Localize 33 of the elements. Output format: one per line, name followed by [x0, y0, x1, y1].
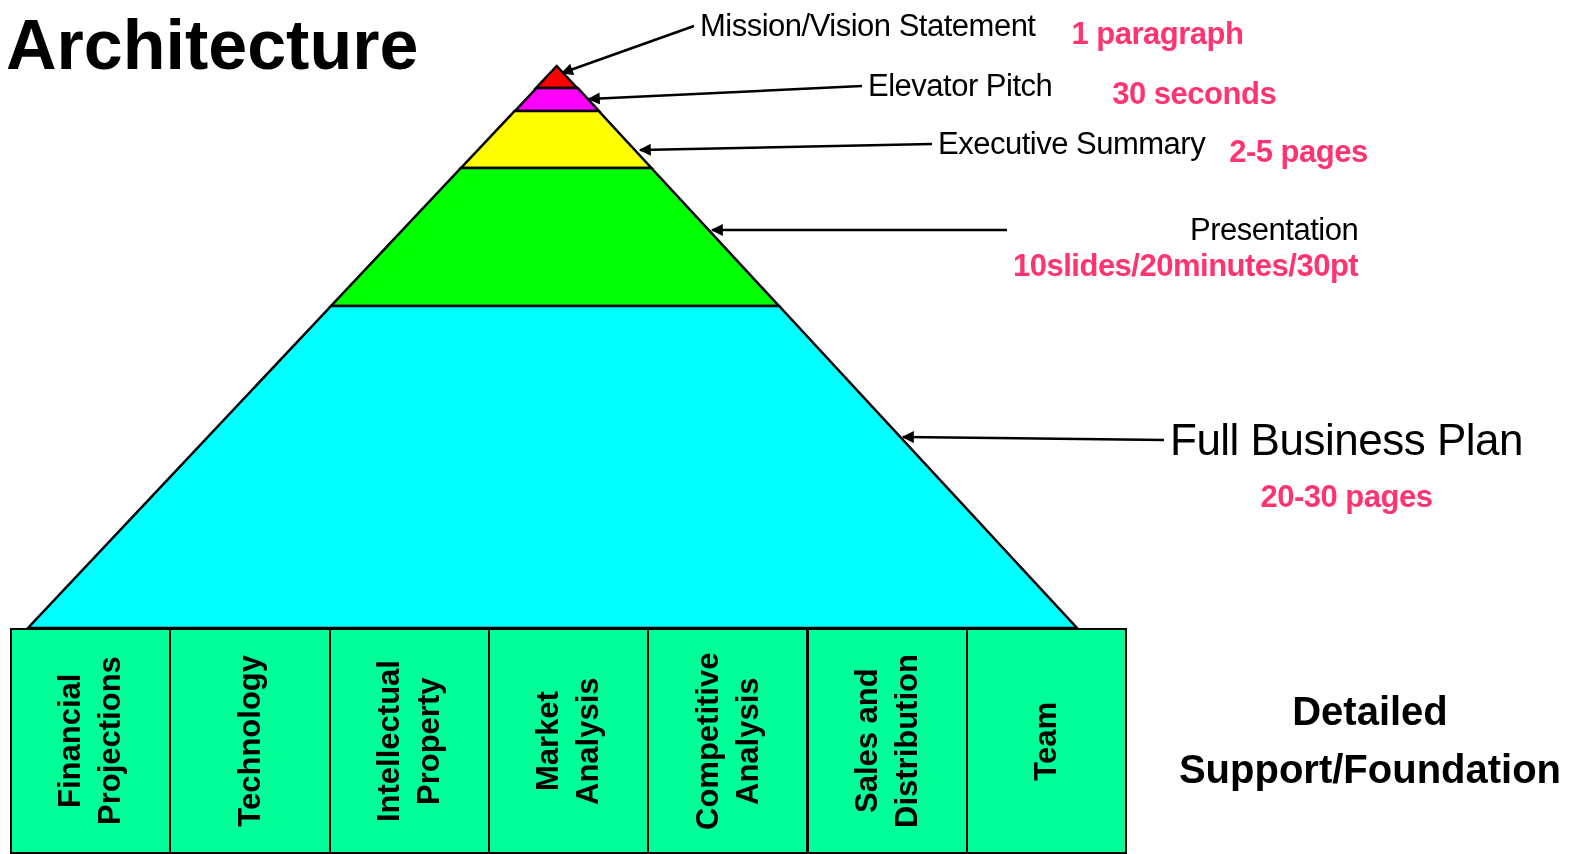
pillar-box: [965, 628, 1128, 854]
leader-arrow: [638, 142, 933, 156]
side-caption: Detailed Support/Foundation: [1177, 688, 1563, 793]
length-note: 20-30 pages: [1260, 479, 1433, 515]
title: Architecture: [6, 10, 419, 80]
length-note: 2-5 pages: [1229, 134, 1368, 170]
pillar-box: [806, 628, 968, 854]
level-label: Elevator Pitch: [868, 68, 1053, 104]
pyramid-layer: [329, 167, 782, 307]
level-label: Presentation: [1190, 212, 1359, 248]
length-note: 30 seconds: [1112, 76, 1277, 112]
pillar-label: Team: [1027, 701, 1065, 781]
pillar-box: [328, 628, 490, 854]
leader-arrow: [587, 84, 863, 105]
pillar-box: [10, 628, 172, 854]
pyramid-layer: [459, 110, 654, 169]
level-label: Executive Summary: [938, 126, 1206, 162]
pillar-label: Intellectual Property: [369, 659, 448, 824]
pillar-box: [487, 628, 650, 854]
pillar-label: Technology: [230, 655, 268, 827]
level-label: Mission/Vision Statement: [700, 8, 1036, 44]
pyramid-layer: [26, 305, 1079, 629]
pillar-box: [647, 628, 809, 854]
length-note: 10slides/20minutes/30pt: [1013, 248, 1359, 284]
pillar-label: Sales and Distribution: [847, 653, 926, 830]
pillar-label: Competitive Analysis: [688, 651, 766, 832]
leader-arrow: [710, 224, 1007, 236]
level-label: Full Business Plan: [1170, 415, 1523, 465]
length-note: 1 paragraph: [1071, 16, 1244, 52]
pillar-label: Financial Projections: [51, 655, 129, 828]
pillar-box: [169, 628, 331, 854]
pillar-label: Market Analysis: [529, 676, 607, 807]
leader-arrow: [901, 431, 1164, 444]
